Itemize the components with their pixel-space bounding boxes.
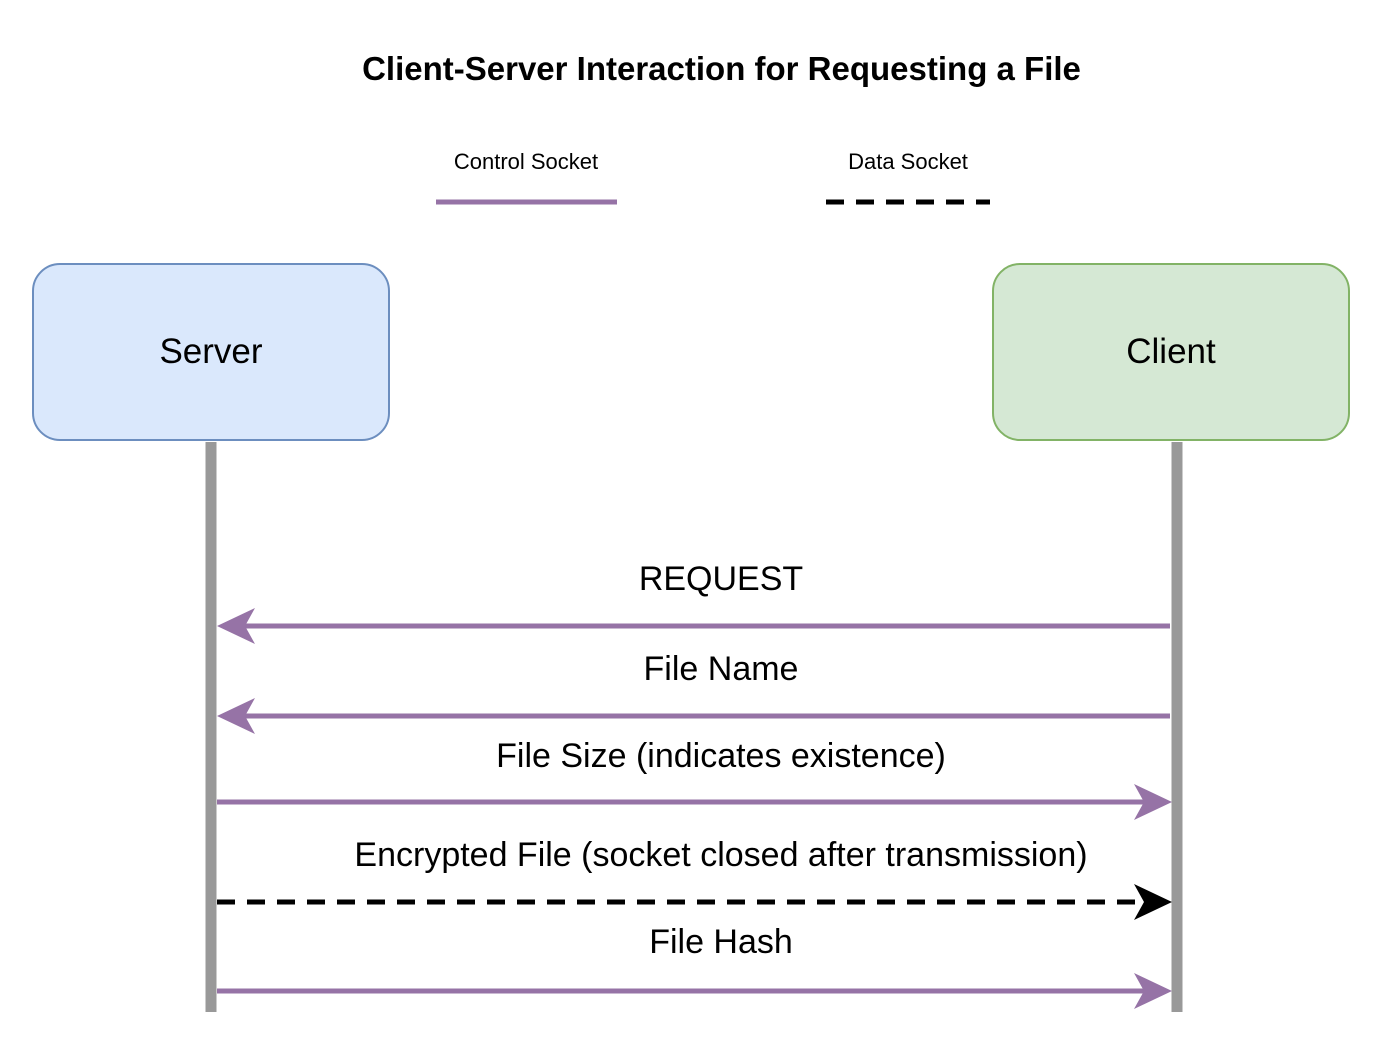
message-arrow-file-size xyxy=(217,784,1172,820)
message-arrow-encrypted-file xyxy=(217,884,1172,920)
client-actor-box: Client xyxy=(992,263,1350,441)
message-label-encrypted-file: Encrypted File (socket closed after tran… xyxy=(354,836,1088,874)
legend-data-socket-label: Data Socket xyxy=(848,149,968,174)
client-actor-label: Client xyxy=(1126,332,1216,371)
legend-control-socket-label: Control Socket xyxy=(453,149,599,174)
message-arrow-request xyxy=(217,608,1170,644)
diagram-title: Client-Server Interaction for Requesting… xyxy=(362,50,1081,87)
message-label-file-name: File Name xyxy=(643,650,799,688)
server-actor-label: Server xyxy=(159,332,263,371)
message-label-file-size: File Size (indicates existence) xyxy=(496,737,946,775)
message-arrow-file-name xyxy=(217,698,1170,734)
server-actor-box: Server xyxy=(32,263,390,441)
message-label-file-hash: File Hash xyxy=(649,923,793,961)
message-arrow-file-hash xyxy=(217,973,1172,1009)
message-label-request: REQUEST xyxy=(638,560,804,598)
